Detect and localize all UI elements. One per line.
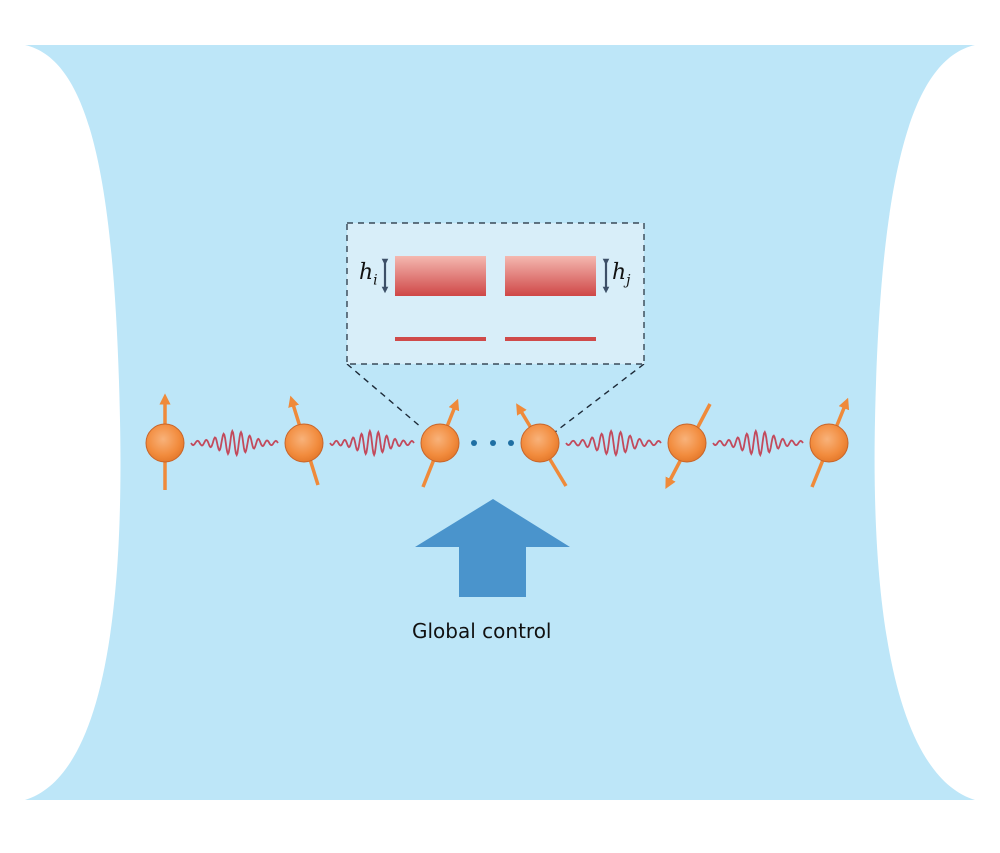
spin-sphere: [145, 423, 185, 463]
spin-2: [284, 395, 324, 486]
spin-sphere: [420, 423, 460, 463]
spin-6: [809, 397, 850, 488]
zoom-line-left: [346, 363, 423, 429]
coupling-wave-2: [329, 428, 415, 458]
spin-sphere: [809, 423, 849, 463]
field-label-h-i: hi: [359, 260, 378, 289]
ground-level-left: [395, 337, 486, 341]
global-control-arrow-icon: [415, 499, 570, 597]
inset-box: [346, 222, 645, 365]
global-control-caption: Global control: [412, 619, 552, 643]
spin-sphere: [667, 423, 707, 463]
ground-level-right: [505, 337, 596, 341]
spin-5: [665, 403, 712, 489]
trap-region: [25, 45, 975, 800]
spin-4: [516, 403, 568, 487]
ellipsis-dots: [471, 440, 514, 446]
coupling-wave-4: [712, 428, 804, 458]
spin-3: [420, 398, 460, 488]
field-label-h-j: hj: [612, 260, 631, 289]
excited-level-band-right: [505, 256, 596, 296]
excited-level-band-left: [395, 256, 486, 296]
spin-1: [145, 393, 185, 490]
spin-sphere: [520, 423, 560, 463]
spin-sphere: [284, 423, 324, 463]
coupling-wave-3: [565, 429, 662, 457]
coupling-wave-1: [190, 428, 279, 458]
zoom-line-right: [554, 363, 645, 433]
